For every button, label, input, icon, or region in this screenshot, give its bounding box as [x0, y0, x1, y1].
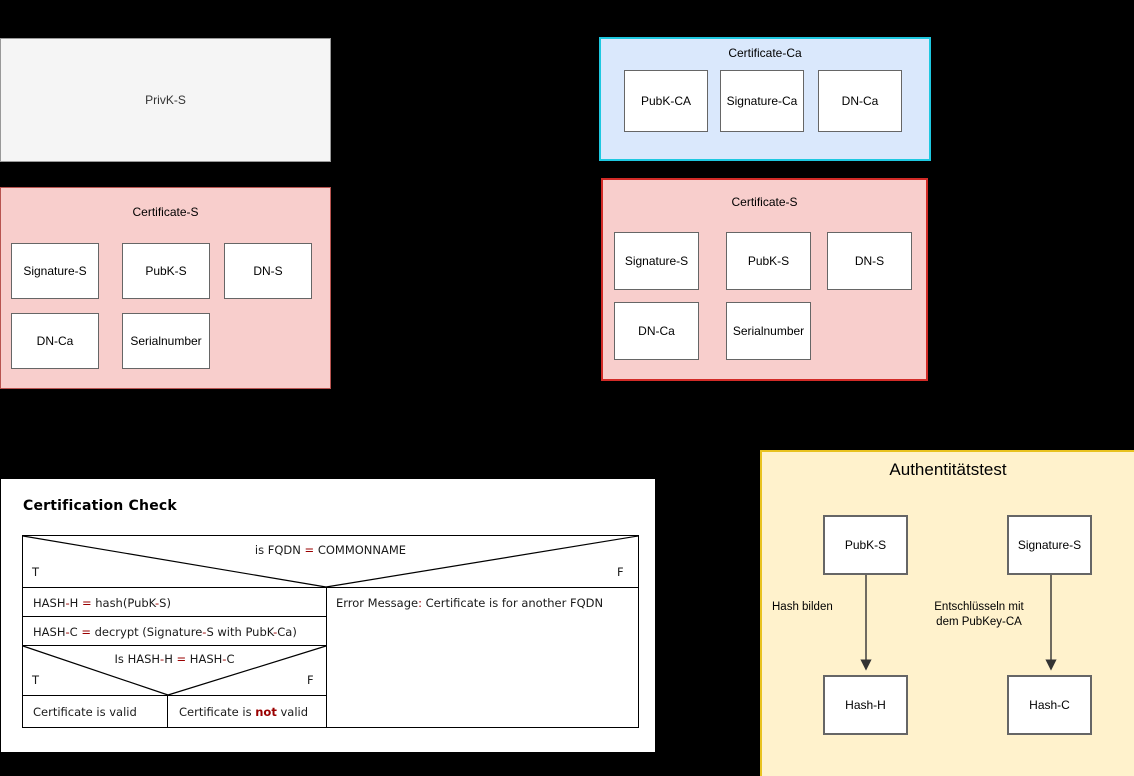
step2-e: Ca)	[277, 625, 297, 639]
certificate-ca-panel: Certificate-Ca PubK-CA Signature-Ca DN-C…	[599, 37, 931, 161]
privk-s-box: PrivK-S	[0, 38, 331, 162]
certificate-s-left-field-serialnumber: Serialnumber	[122, 313, 210, 369]
decision-1-diagonals	[22, 535, 639, 588]
decision-2-true-label: T	[32, 673, 40, 687]
result-false-emphasis: not	[255, 705, 277, 719]
step1-a: HASH	[33, 596, 66, 610]
field-label: DN-S	[253, 264, 283, 278]
decision-2-diagonals	[22, 645, 327, 696]
condition-suffix: COMMONNAME	[314, 543, 407, 557]
certificate-s-right-field-pubk-s: PubK-S	[726, 232, 811, 290]
step2-a: HASH	[33, 625, 66, 639]
auth-target-hash-h: Hash-H	[823, 675, 908, 735]
decision-2-condition: Is HASH-H = HASH-C	[22, 652, 327, 666]
certification-check-panel: Certification Check is FQDN = COMMONNAME…	[0, 478, 656, 753]
certificate-ca-field-dn-ca: DN-Ca	[818, 70, 902, 132]
auth-source-signature-s: Signature-S	[1007, 515, 1092, 575]
auth-arrow-label-right: Entschlüsseln mit dem PubKey-CA	[934, 601, 1024, 628]
cond2-dash2: -	[222, 652, 227, 666]
structogram-false-branch	[326, 587, 639, 728]
field-label: PubK-S	[747, 254, 790, 268]
certificate-s-left-field-dn-ca: DN-Ca	[11, 313, 99, 369]
cond2-mid2: HASH	[186, 652, 223, 666]
certificate-ca-field-pubk-ca: PubK-CA	[624, 70, 708, 132]
auth-arrows	[860, 575, 1057, 671]
true-step-2-text: HASH-C = decrypt (Signature-S with PubK-…	[33, 625, 297, 639]
authenticity-test-title: Authentitätstest	[889, 460, 1007, 479]
step2-dash2: -	[202, 625, 207, 639]
certificate-s-left-field-signature-s: Signature-S	[11, 243, 99, 299]
field-label: Hash-C	[1029, 698, 1070, 712]
field-label: PubK-CA	[640, 94, 692, 108]
structogram: is FQDN = COMMONNAME T F HASH-H = hash(P…	[22, 535, 639, 776]
cond2-prefix: Is HASH	[114, 652, 161, 666]
result-valid-text: Certificate is valid	[33, 705, 137, 719]
certificate-s-right-panel: Certificate-S Signature-S PubK-S DN-S DN…	[601, 178, 928, 381]
decision-2-false-label: F	[307, 673, 314, 687]
field-label: Hash-H	[845, 698, 886, 712]
error-prefix: Error Message	[336, 596, 419, 610]
step1-d: S)	[159, 596, 171, 610]
cond2-mid: H	[164, 652, 177, 666]
condition-prefix: is FQDN	[254, 543, 305, 557]
certificate-s-left-field-pubk-s: PubK-S	[122, 243, 210, 299]
step1-c: hash(PubK	[91, 596, 155, 610]
auth-arrow-label-left: Hash bilden	[772, 601, 833, 613]
result-not-valid-text: Certificate is not valid	[179, 705, 308, 719]
field-label: Serialnumber	[130, 334, 202, 348]
cond2-suffix: C	[226, 652, 235, 666]
step2-dash3: -	[273, 625, 278, 639]
true-step-1-text: HASH-H = hash(PubK-S)	[33, 596, 171, 610]
error-suffix: Certificate is for another FQDN	[421, 596, 604, 610]
field-label: DN-Ca	[36, 334, 74, 348]
cond2-dash1: -	[160, 652, 165, 666]
step1-b: H	[69, 596, 82, 610]
certificate-s-left-panel: Certificate-S Signature-S PubK-S DN-S DN…	[0, 187, 331, 389]
step1-dash2: -	[155, 596, 160, 610]
decision-1-false-label: F	[617, 565, 624, 579]
error-colon: :	[418, 596, 422, 610]
field-label: Serialnumber	[732, 324, 805, 338]
step2-b: C	[69, 625, 82, 639]
field-label: Signature-S	[1017, 538, 1082, 552]
certificate-s-right-field-signature-s: Signature-S	[614, 232, 699, 290]
condition-operator: =	[304, 543, 315, 557]
field-label: PubK-S	[844, 538, 887, 552]
field-label: Signature-Ca	[726, 94, 798, 108]
certificate-ca-field-signature-ca: Signature-Ca	[720, 70, 804, 132]
certificate-s-right-title: Certificate-S	[731, 195, 798, 209]
step1-op: =	[81, 596, 92, 610]
auth-target-hash-c: Hash-C	[1007, 675, 1092, 735]
certificate-s-right-field-dn-s: DN-S	[827, 232, 912, 290]
cond2-op: =	[176, 652, 187, 666]
authenticity-test-panel: Authentitätstest PubK-S Signature-S Hash…	[760, 450, 1134, 776]
field-label: Signature-S	[23, 264, 87, 278]
field-label: Signature-S	[624, 254, 689, 268]
step2-c: decrypt (Signature	[90, 625, 203, 639]
decision-1-condition: is FQDN = COMMONNAME	[22, 543, 639, 557]
certificate-s-right-field-serialnumber: Serialnumber	[726, 302, 811, 360]
privk-s-label: PrivK-S	[145, 93, 186, 107]
result-false-suffix: valid	[276, 705, 309, 719]
false-branch-error-text: Error Message: Certificate is for anothe…	[336, 596, 603, 610]
certificate-s-right-field-dn-ca: DN-Ca	[614, 302, 699, 360]
step2-d: S with PubK	[206, 625, 274, 639]
field-label: DN-Ca	[841, 94, 879, 108]
certificate-s-left-title: Certificate-S	[132, 205, 199, 219]
step2-op: =	[81, 625, 91, 639]
certificate-s-left-field-dn-s: DN-S	[224, 243, 312, 299]
step1-dash1: -	[65, 596, 70, 610]
auth-source-pubk-s: PubK-S	[823, 515, 908, 575]
certificate-ca-title: Certificate-Ca	[728, 46, 802, 60]
field-label: PubK-S	[145, 264, 187, 278]
certification-check-title: Certification Check	[23, 498, 177, 514]
step2-dash1: -	[65, 625, 70, 639]
field-label: DN-Ca	[638, 324, 675, 338]
decision-1-true-label: T	[32, 565, 40, 579]
field-label: DN-S	[854, 254, 885, 268]
result-false-prefix: Certificate is	[179, 705, 256, 719]
